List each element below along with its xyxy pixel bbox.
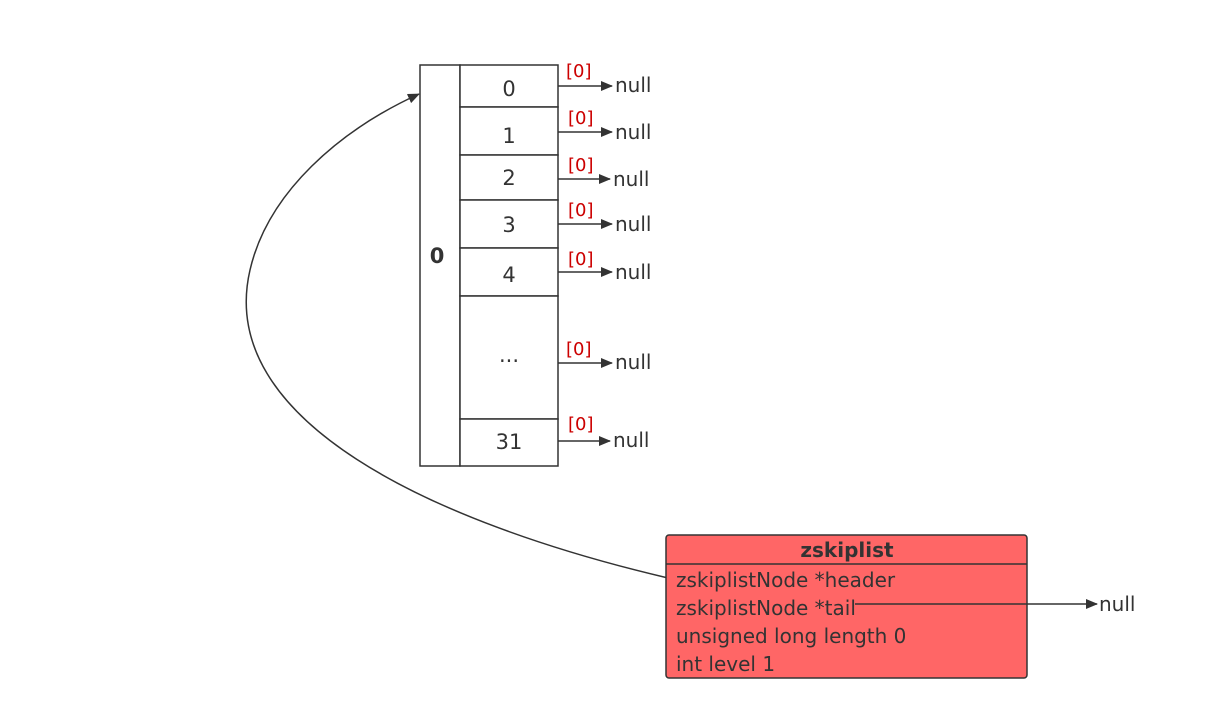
level-label: ... <box>499 343 519 367</box>
level-label: 4 <box>502 263 515 287</box>
null-label: null <box>613 428 649 452</box>
span-label: [0] <box>566 339 592 360</box>
header-pointer-arrow <box>245 93 669 579</box>
field-length: unsigned long length 0 <box>676 624 906 648</box>
field-level: int level 1 <box>676 652 775 676</box>
zskiplist-box <box>665 534 1028 679</box>
level-label: 0 <box>502 77 515 101</box>
span-label: [0] <box>568 108 594 129</box>
field-header: zskiplistNode *header <box>676 568 896 592</box>
null-label: null <box>615 212 651 236</box>
level-label: 3 <box>502 213 515 237</box>
zskiplist-struct: zskiplist zskiplistNode *header zskiplis… <box>665 534 1028 679</box>
span-label: [0] <box>566 61 592 82</box>
zskiplist-title: zskiplist <box>800 538 894 562</box>
span-label: [0] <box>568 155 594 176</box>
level-cell <box>459 64 559 108</box>
level-cell <box>459 295 559 420</box>
header-node: 0 0 [0] null 1 [0] null 2 [0] null 3 [0] null 4 [0] nu… <box>419 61 651 467</box>
null-label: null <box>613 167 649 191</box>
null-label: null <box>615 260 651 284</box>
null-label: null <box>615 73 651 97</box>
level-cell <box>459 247 559 297</box>
level-label: 1 <box>502 124 515 148</box>
level-array: 0 [0] null 1 [0] null 2 [0] null 3 [0] null 4 [0] null… <box>459 61 651 467</box>
tail-null-label: null <box>1099 592 1135 616</box>
score-value: 0 <box>430 244 445 268</box>
score-cell <box>419 64 461 467</box>
span-label: [0] <box>568 249 594 270</box>
span-label: [0] <box>568 414 594 435</box>
level-cell <box>459 154 559 201</box>
field-tail: zskiplistNode *tail <box>676 596 856 620</box>
null-label: null <box>615 350 651 374</box>
null-label: null <box>615 120 651 144</box>
level-label: 2 <box>502 166 515 190</box>
level-cell <box>459 418 559 467</box>
span-label: [0] <box>568 200 594 221</box>
level-label: 31 <box>496 430 523 454</box>
